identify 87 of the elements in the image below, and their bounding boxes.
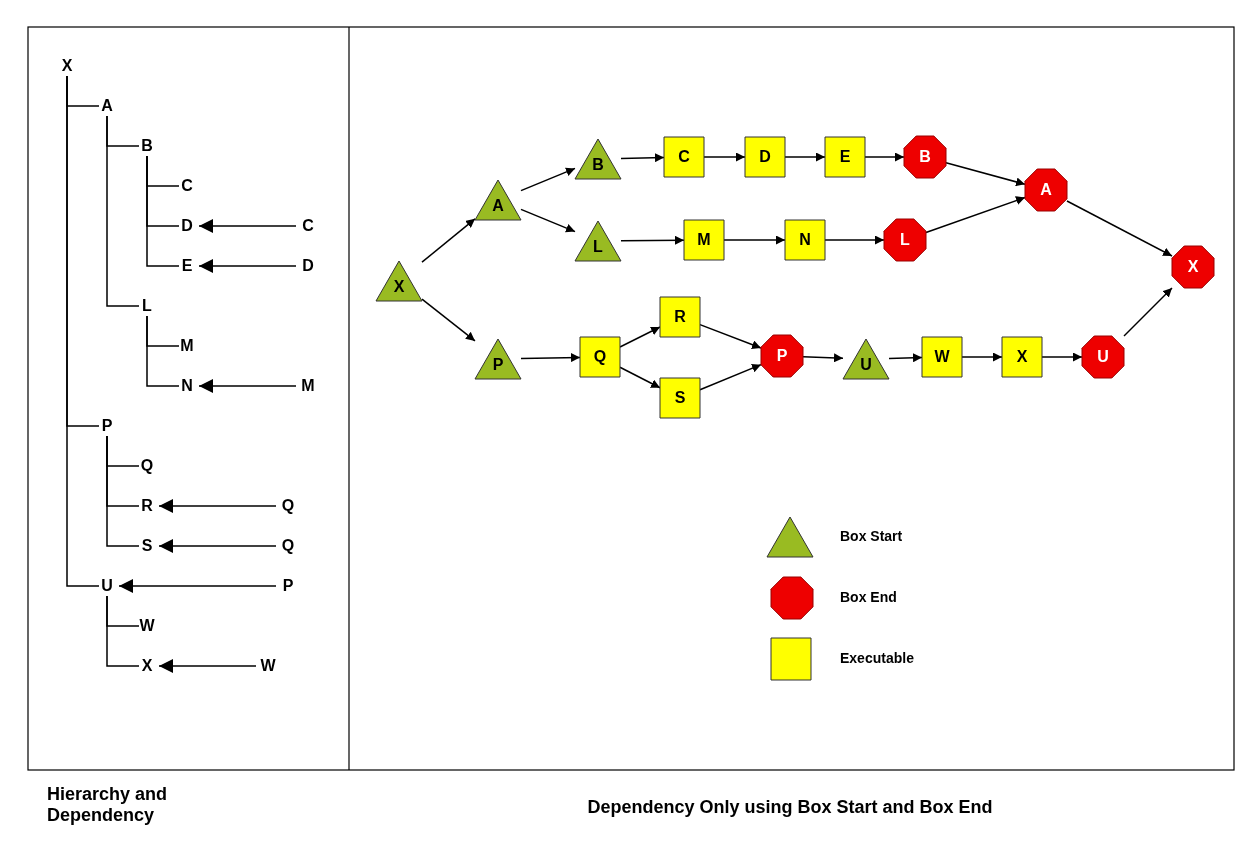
- arrow: [158, 499, 277, 513]
- node-label: Q: [280, 536, 296, 556]
- arrow: [198, 259, 297, 273]
- arrow: [620, 235, 685, 245]
- arrow: [198, 379, 297, 393]
- start-triangle: L: [575, 221, 621, 261]
- task-box: D: [745, 137, 785, 177]
- tree-line: [106, 595, 140, 667]
- arrow: [118, 579, 277, 593]
- tree-line: [66, 75, 100, 587]
- arrow: [158, 539, 277, 553]
- arrow: [520, 167, 576, 192]
- task-box: C: [664, 137, 704, 177]
- arrow: [198, 219, 297, 233]
- node-label: W: [139, 616, 155, 636]
- arrow: [699, 323, 762, 349]
- node-label: P: [99, 416, 115, 436]
- arrow: [619, 366, 661, 389]
- node-label: P: [280, 576, 296, 596]
- arrow: [1066, 200, 1173, 257]
- end-octagon: A: [1025, 169, 1067, 211]
- start-triangle: P: [475, 339, 521, 379]
- caption: Hierarchy and Dependency: [47, 784, 169, 826]
- task-box: S: [660, 378, 700, 418]
- node-label: Q: [280, 496, 296, 516]
- end-octagon: X: [1172, 246, 1214, 288]
- task-box: M: [684, 220, 724, 260]
- arrow: [723, 235, 786, 245]
- arrow: [699, 363, 762, 391]
- node-label: L: [139, 296, 155, 316]
- tree-line: [146, 155, 180, 267]
- task-box: R: [660, 297, 700, 337]
- task-box: X: [1002, 337, 1042, 377]
- caption: Dependency Only using Box Start and Box End: [586, 797, 994, 818]
- legend-label: Box End: [840, 589, 897, 605]
- start-triangle: X: [376, 261, 422, 301]
- arrow: [1123, 287, 1173, 337]
- arrow: [520, 208, 576, 233]
- tree-line: [146, 315, 180, 387]
- node-label: W: [260, 656, 276, 676]
- end-octagon: L: [884, 219, 926, 261]
- node-label: X: [59, 56, 75, 76]
- node-label: A: [99, 96, 115, 116]
- arrow: [620, 153, 665, 163]
- task-box: E: [825, 137, 865, 177]
- end-octagon: U: [1082, 336, 1124, 378]
- node-label: M: [300, 376, 316, 396]
- legend-label: Box Start: [840, 528, 903, 544]
- node-label: S: [139, 536, 155, 556]
- node-label: C: [179, 176, 195, 196]
- node-label: D: [300, 256, 316, 276]
- node-label: E: [179, 256, 195, 276]
- arrow: [888, 353, 923, 363]
- node-label: X: [139, 656, 155, 676]
- node-label: D: [179, 216, 195, 236]
- arrow: [619, 326, 661, 348]
- arrow: [1041, 352, 1083, 362]
- arrow: [824, 235, 885, 245]
- node-label: U: [99, 576, 115, 596]
- arrow: [421, 218, 476, 263]
- task-box: N: [785, 220, 825, 260]
- end-octagon: B: [904, 136, 946, 178]
- arrow: [961, 352, 1003, 362]
- node-label: N: [179, 376, 195, 396]
- arrow: [520, 353, 581, 363]
- task-box: Q: [580, 337, 620, 377]
- arrow: [703, 152, 746, 162]
- node-label: C: [300, 216, 316, 236]
- start-triangle: B: [575, 139, 621, 179]
- arrow: [945, 162, 1026, 187]
- arrow: [925, 196, 1026, 234]
- task-box: W: [922, 337, 962, 377]
- tree-line: [106, 435, 140, 547]
- arrow: [864, 152, 905, 162]
- arrow: [421, 298, 476, 342]
- node-label: B: [139, 136, 155, 156]
- node-label: Q: [139, 456, 155, 476]
- legend-label: Executable: [840, 650, 914, 666]
- node-label: R: [139, 496, 155, 516]
- start-triangle: U: [843, 339, 889, 379]
- end-octagon: P: [761, 335, 803, 377]
- start-triangle: A: [475, 180, 521, 220]
- node-label: M: [179, 336, 195, 356]
- arrow: [784, 152, 826, 162]
- arrow: [802, 353, 844, 363]
- tree-line: [106, 115, 140, 307]
- arrow: [158, 659, 257, 673]
